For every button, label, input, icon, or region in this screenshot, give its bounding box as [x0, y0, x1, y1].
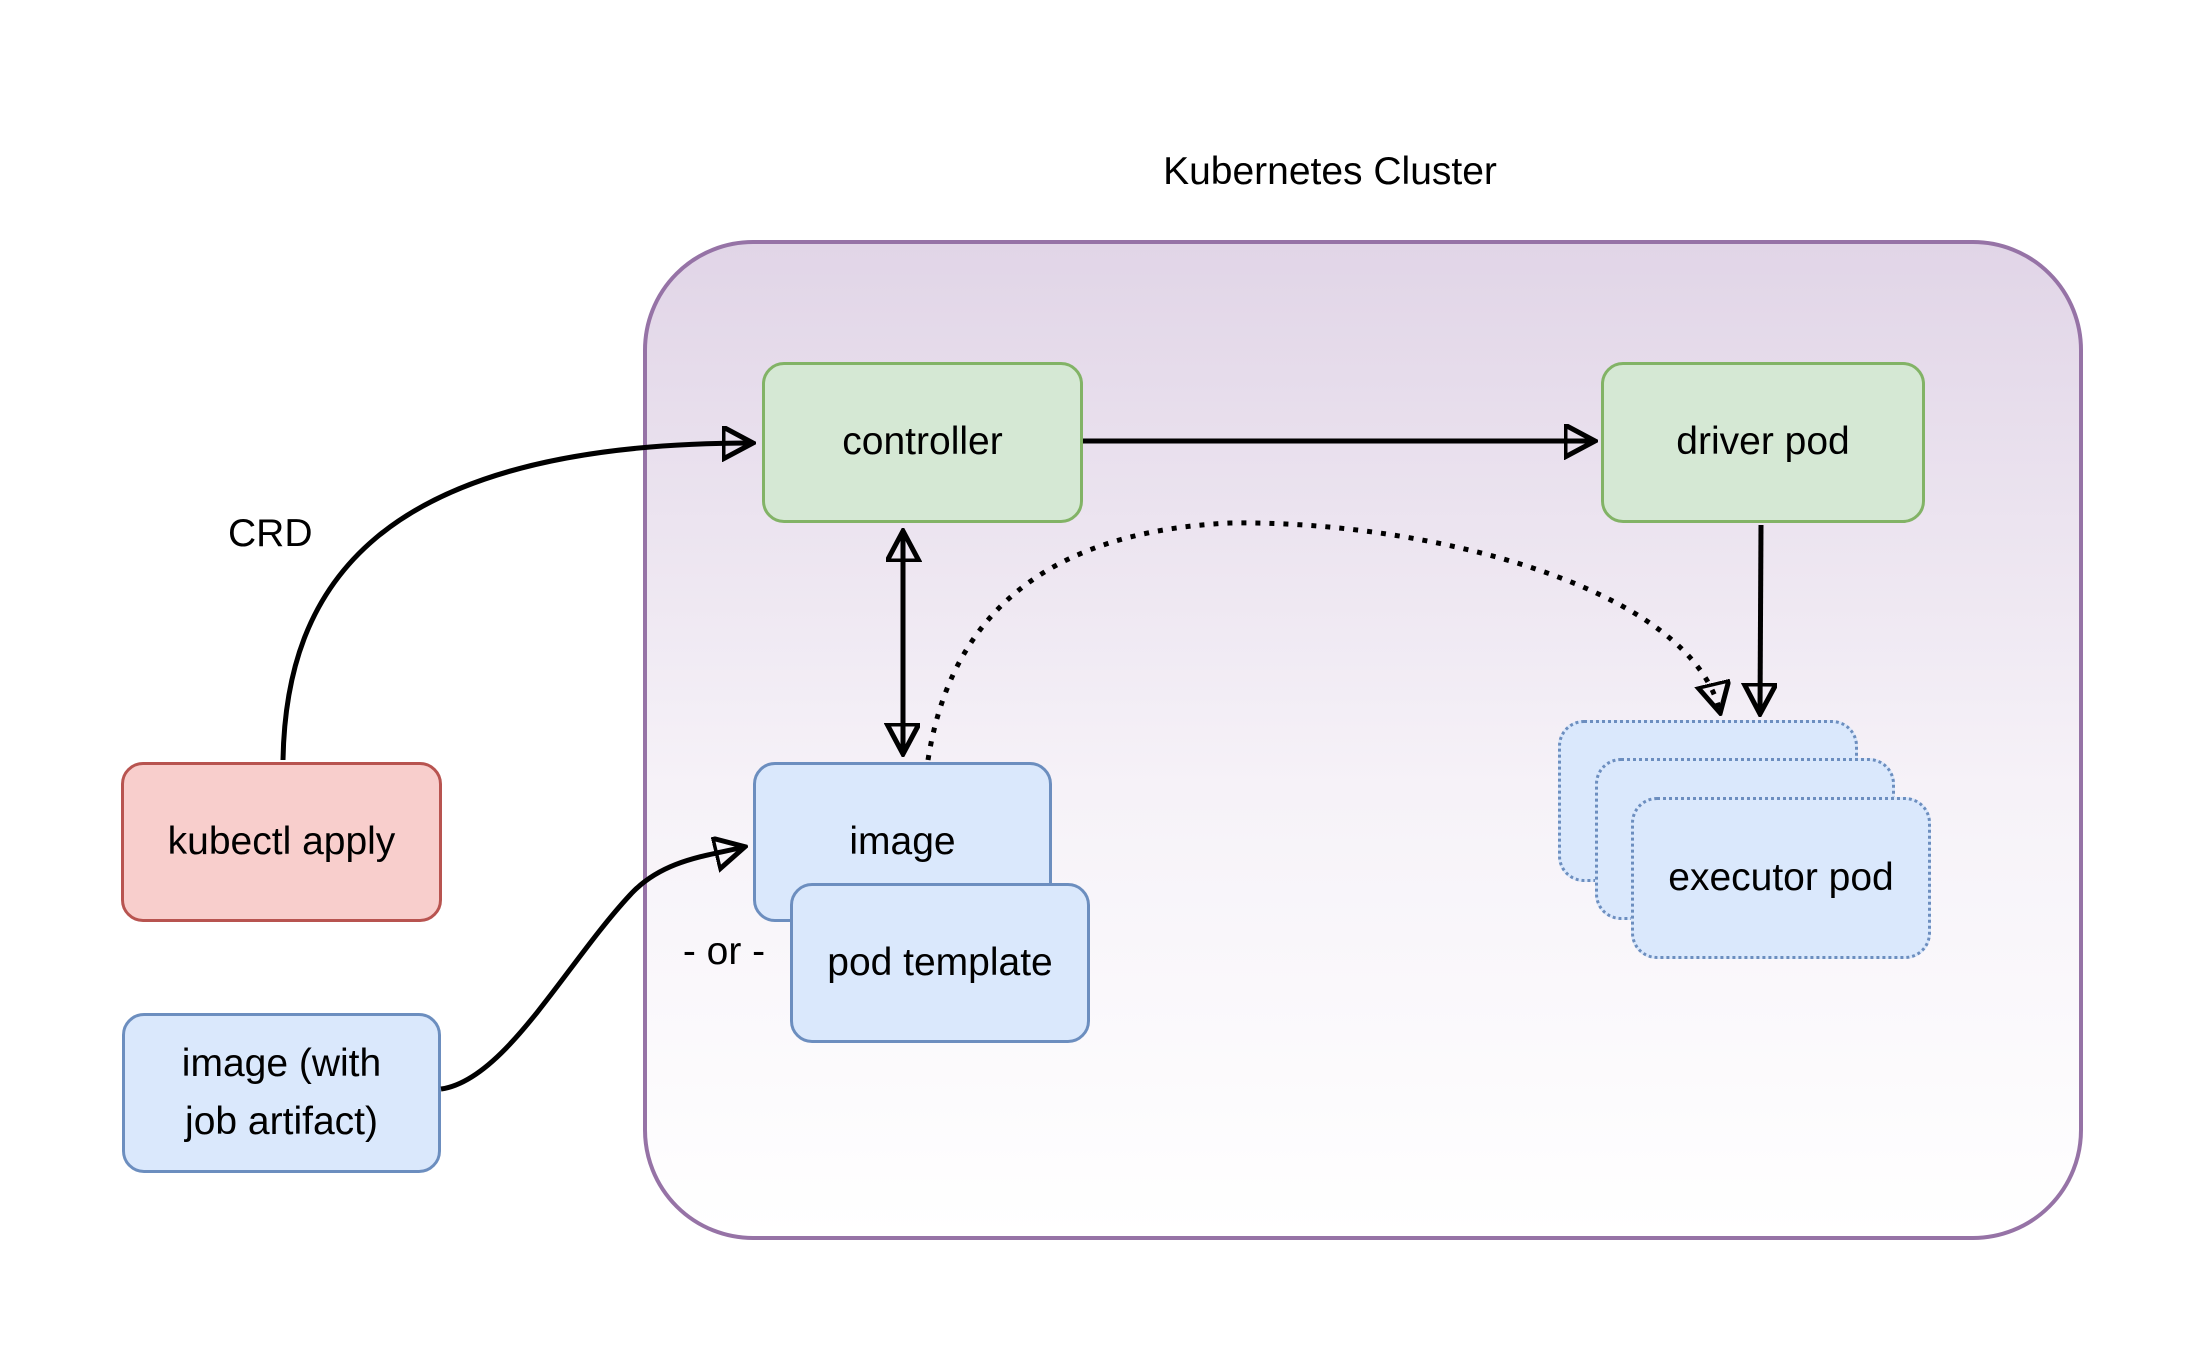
- node-image-with-job-artifact: image (with job artifact): [122, 1013, 441, 1173]
- node-executor-pod-front: executor pod: [1631, 797, 1931, 959]
- edge-label-crd: CRD: [228, 512, 313, 555]
- cluster-title: Kubernetes Cluster: [1163, 150, 1497, 193]
- or-label: - or -: [682, 930, 766, 973]
- node-pod-template: pod template: [790, 883, 1090, 1043]
- node-controller: controller: [762, 362, 1083, 523]
- node-driver-pod: driver pod: [1601, 362, 1925, 523]
- node-kubectl-apply: kubectl apply: [121, 762, 442, 922]
